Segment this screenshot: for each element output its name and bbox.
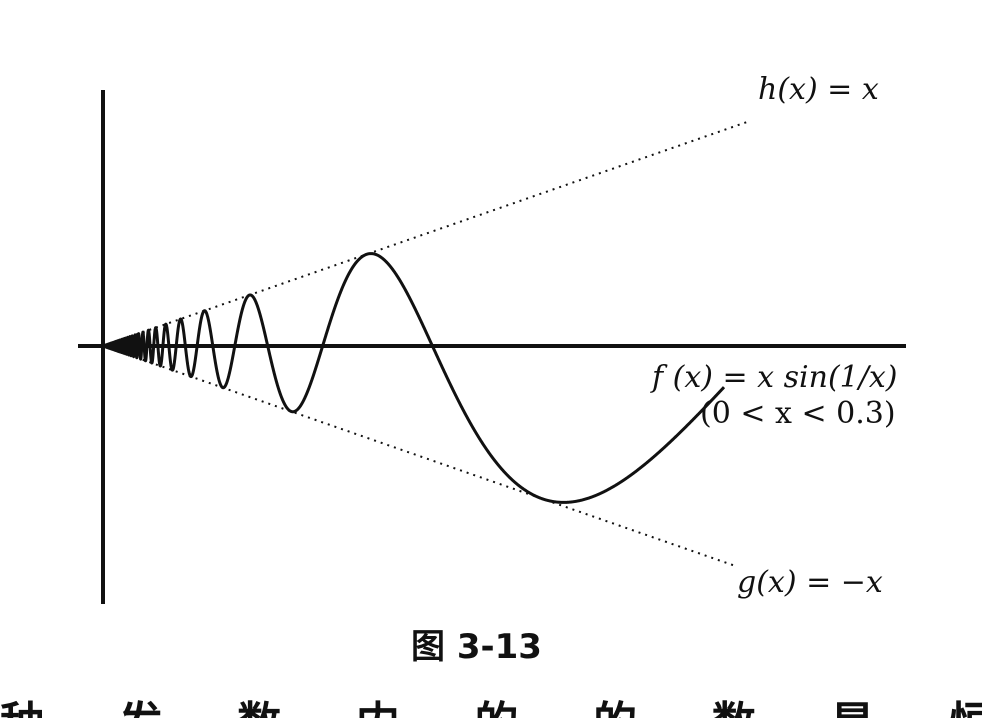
label-g: g(x) = −x xyxy=(737,565,883,600)
series-h-line xyxy=(102,120,750,347)
series-g-line xyxy=(102,345,737,568)
figure-caption: 图 3-13 xyxy=(411,627,542,667)
series-f-curve xyxy=(104,252,726,504)
label-h: h(x) = x xyxy=(758,72,879,107)
bottom-partial-text: 种 … 发 … 数 … 内 … 的 … 的 … 数 … 是 … 恒 xyxy=(0,698,982,718)
label-f-domain: (0 < x < 0.3) xyxy=(700,396,896,431)
label-f: f (x) = x sin(1/x) xyxy=(650,360,897,395)
